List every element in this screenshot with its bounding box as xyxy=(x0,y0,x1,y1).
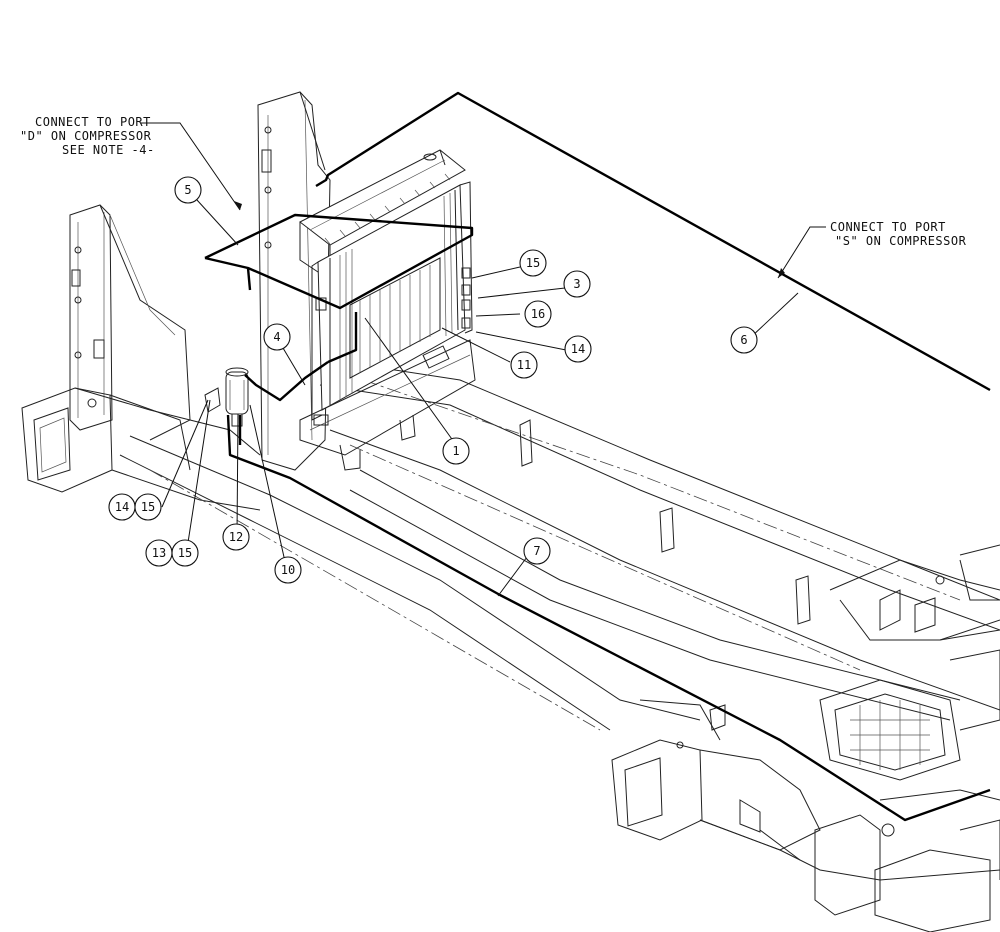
balloon-15-lower-a: 15 xyxy=(134,493,162,521)
chassis-frame xyxy=(21,91,1000,932)
balloon-12: 12 xyxy=(222,523,250,551)
balloon-label: 15 xyxy=(526,256,540,270)
balloon-16: 16 xyxy=(524,300,552,328)
port-d-note-line2: "D" ON COMPRESSOR xyxy=(20,129,152,143)
balloon-label: 4 xyxy=(273,330,280,344)
port-d-note-line1: CONNECT TO PORT xyxy=(35,115,151,129)
balloon-15-lower-b: 15 xyxy=(171,539,199,567)
balloon-13: 13 xyxy=(145,539,173,567)
balloon-label: 14 xyxy=(115,500,129,514)
balloon-label: 7 xyxy=(533,544,540,558)
balloon-4: 4 xyxy=(263,323,291,351)
leader-lines xyxy=(140,122,826,597)
balloon-label: 1 xyxy=(452,444,459,458)
balloon-5: 5 xyxy=(174,176,202,204)
balloon-14-upper: 14 xyxy=(564,335,592,363)
balloon-label: 6 xyxy=(740,333,747,347)
balloon-label: 14 xyxy=(571,342,585,356)
port-d-note-line3: SEE NOTE -4- xyxy=(62,143,155,157)
balloon-7: 7 xyxy=(523,537,551,565)
balloon-label: 13 xyxy=(152,546,166,560)
port-s-note: CONNECT TO PORT "S" ON COMPRESSOR xyxy=(830,220,967,248)
balloon-label: 10 xyxy=(281,563,295,577)
balloon-6: 6 xyxy=(730,326,758,354)
port-s-note-line2: "S" ON COMPRESSOR xyxy=(835,234,967,248)
balloon-10: 10 xyxy=(274,556,302,584)
balloon-14-lower: 14 xyxy=(108,493,136,521)
balloon-label: 16 xyxy=(531,307,545,321)
balloon-1: 1 xyxy=(442,437,470,465)
balloon-label: 11 xyxy=(517,358,531,372)
balloon-label: 5 xyxy=(184,183,191,197)
balloon-3: 3 xyxy=(563,270,591,298)
receiver-drier xyxy=(204,367,249,427)
balloon-label: 15 xyxy=(141,500,155,514)
balloon-label: 15 xyxy=(178,546,192,560)
ac-hoses xyxy=(204,91,991,822)
balloon-11: 11 xyxy=(510,351,538,379)
port-s-note-line1: CONNECT TO PORT xyxy=(830,220,946,234)
balloon-label: 3 xyxy=(573,277,580,291)
port-d-note: CONNECT TO PORT "D" ON COMPRESSOR SEE NO… xyxy=(20,115,155,157)
balloon-label: 12 xyxy=(229,530,243,544)
balloon-15-upper: 15 xyxy=(519,249,547,277)
item-balloons: 5 4 15 3 16 14 11 1 xyxy=(108,176,758,584)
condenser-assembly xyxy=(299,149,476,471)
